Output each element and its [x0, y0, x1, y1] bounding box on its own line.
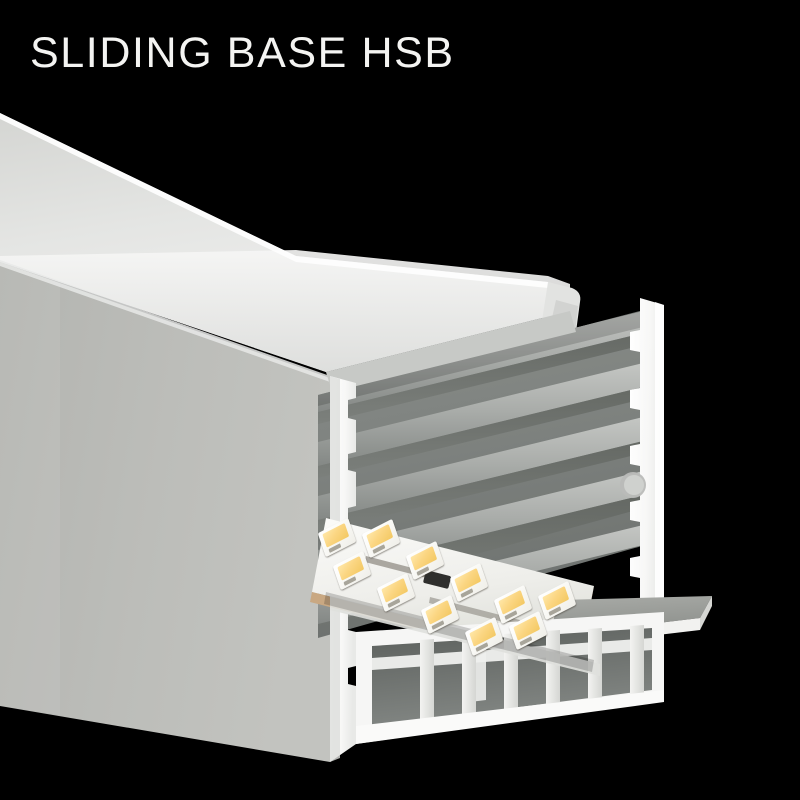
outer-side-wall	[0, 262, 330, 762]
heat-sink-base	[356, 612, 664, 744]
sliding-base-under	[700, 596, 712, 630]
side-wall-sheen	[0, 262, 60, 715]
side-wall-top-edge	[0, 260, 330, 382]
cut-face-far	[620, 298, 664, 612]
page-title: SLIDING BASE HSB	[30, 29, 455, 77]
inner-top-lip	[326, 311, 576, 392]
outer-side-wall-group	[0, 260, 330, 762]
base-bottom-lip	[356, 690, 664, 744]
diffuser-front-edge	[0, 250, 570, 372]
inner-ribbed-wall-group	[318, 305, 663, 638]
cut-face-far-edge	[655, 302, 664, 612]
screw-boss-notch-inner	[624, 475, 644, 495]
